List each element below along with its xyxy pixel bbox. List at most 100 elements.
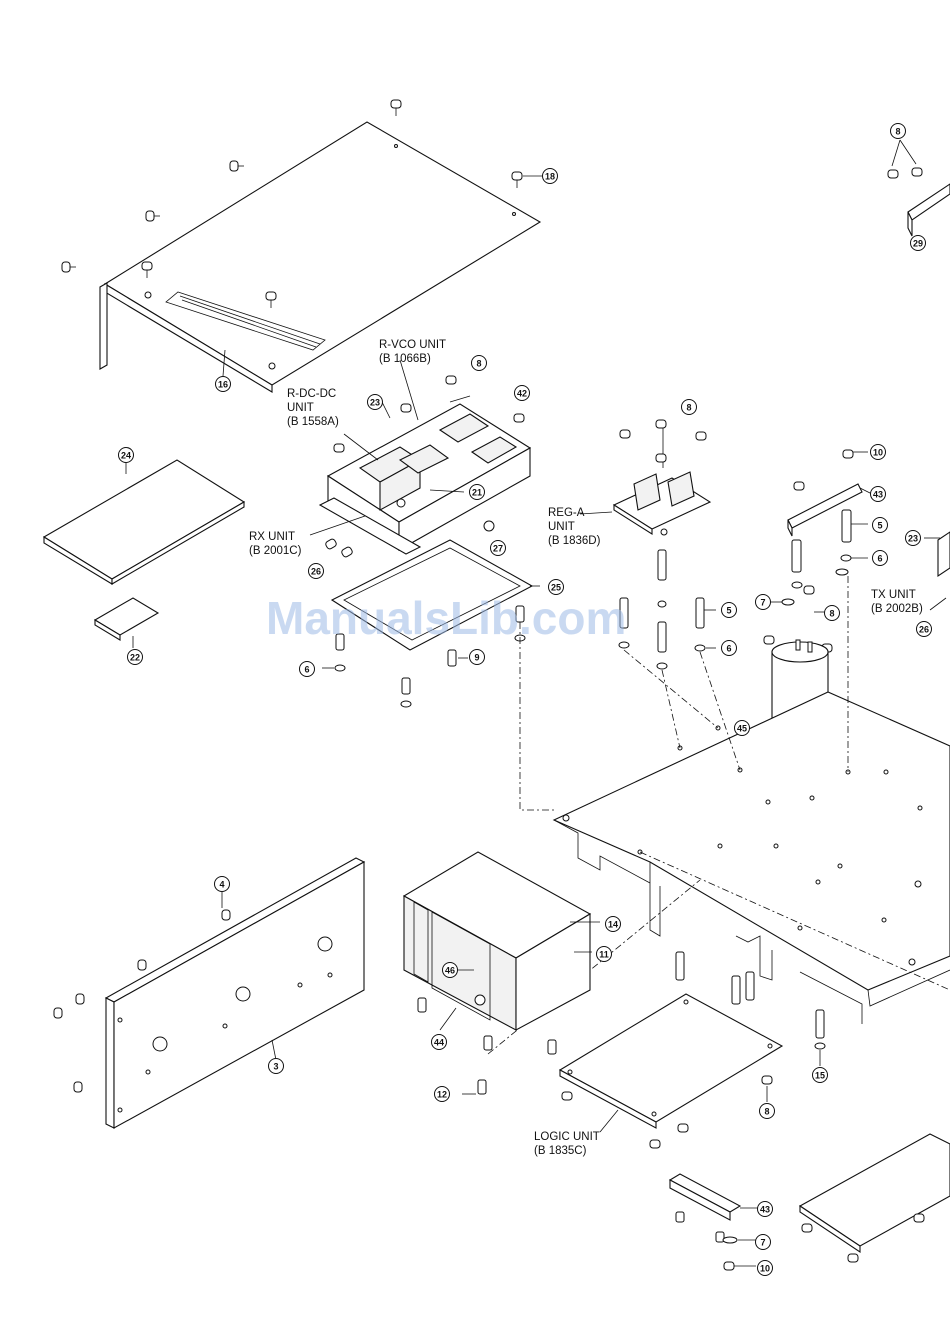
reg-a-spacers [619,420,716,669]
callout-marker: 43 [758,1202,773,1217]
unit-label-line: (B 1836D) [548,535,601,547]
callout-number: 44 [434,1038,444,1048]
callout-number: 22 [130,653,140,663]
callout-marker: 14 [606,917,621,932]
callout-number: 43 [873,490,883,500]
callout-marker: 5 [873,518,888,533]
callout-marker: 25 [549,580,564,595]
unit-label-r-dc-dc: R-DC-DC UNIT (B 1558A) [287,388,339,428]
unit-label-rx: RX UNIT (B 2001C) [249,531,302,557]
callout-number: 16 [218,380,228,390]
callout-number: 24 [121,451,131,461]
callout-marker: 18 [543,169,558,184]
callout-number: 6 [877,554,882,564]
callout-number: 26 [919,625,929,635]
bottom-right-board [800,1134,950,1262]
callout-marker: 45 [735,721,750,736]
unit-label-line: (B 2001C) [249,545,302,557]
callout-marker: 7 [756,1235,771,1250]
logic-unit [560,994,782,1132]
callout-number: 10 [873,448,883,458]
callout-marker: 6 [873,551,888,566]
callout-marker: 44 [432,1035,447,1050]
callout-number: 7 [760,1238,765,1248]
unit-label-line: (B 1835C) [534,1145,587,1157]
watermark-text: ManualsLib.com [266,592,626,644]
unit-label-line: RX UNIT [249,531,295,543]
callout-number: 42 [517,389,527,399]
callout-marker: 15 [813,1068,828,1083]
unit-label-line: UNIT [287,402,314,414]
callout-marker: 5 [722,603,737,618]
callout-marker: 26 [917,622,932,637]
callout-number: 23 [370,398,380,408]
front-panel [106,858,364,1128]
callout-number: 11 [599,950,609,960]
callout-number: 6 [304,665,309,675]
callout-marker: 42 [515,386,530,401]
callout-number: 15 [815,1071,825,1081]
callout-number: 3 [273,1062,278,1072]
callout-number: 6 [726,644,731,654]
unit-label-line: TX UNIT [871,589,916,601]
unit-label-r-vco: R-VCO UNIT (B 1066B) [379,339,446,365]
reg-a-unit [580,420,710,535]
unit-label-line: (B 1066B) [379,353,431,365]
callout-number: 8 [895,127,900,137]
unit-label-line: LOGIC UNIT [534,1131,600,1143]
callout-number: 26 [311,567,321,577]
callout-number: 8 [476,359,481,369]
callout-number: 12 [437,1090,447,1100]
callout-number: 8 [764,1107,769,1117]
callout-marker: 3 [269,1059,284,1074]
small-card [95,598,158,648]
callout-number: 9 [474,653,479,663]
unit-label-line: (B 1558A) [287,416,339,428]
unit-label-line: REG-A [548,507,585,519]
unit-label-line: R-VCO UNIT [379,339,446,351]
callout-marker: 4 [215,877,230,892]
callout-marker: 29 [911,236,926,251]
callout-marker: 24 [119,448,134,463]
callout-marker: 9 [470,650,485,665]
callout-number: 5 [726,606,731,616]
callout-number: 8 [829,609,834,619]
callout-number: 45 [737,724,747,734]
callout-marker: 23 [368,395,383,410]
callout-number: 27 [493,544,503,554]
callout-marker: 26 [309,564,324,579]
callout-number: 23 [908,534,918,544]
top-cover [100,122,540,392]
left-shield-plate [44,460,244,584]
callout-marker: 8 [760,1104,775,1119]
unit-label-line: (B 2002B) [871,603,923,615]
callout-number: 14 [608,920,618,930]
bottom-connector [670,1174,758,1270]
callout-number: 7 [760,598,765,608]
terminal-strip-top [788,450,872,536]
callout-marker: 43 [871,487,886,502]
callout-number: 43 [760,1205,770,1215]
unit-label-logic: LOGIC UNIT (B 1835C) [534,1131,600,1157]
callout-marker: 8 [825,606,840,621]
top-right-bracket [888,140,950,236]
callout-marker: 27 [491,541,506,556]
callout-marker: 46 [443,963,458,978]
callout-number: 4 [219,880,224,890]
callout-marker: 16 [216,377,231,392]
callout-marker: 22 [128,650,143,665]
unit-label-line: R-DC-DC [287,388,336,400]
callout-marker: 21 [470,485,485,500]
unit-label-tx: TX UNIT (B 2002B) [871,589,923,615]
callout-marker: 10 [871,445,886,460]
callout-number: 29 [913,239,923,249]
rx-unit-assembly [310,360,530,554]
callout-marker: 7 [756,595,771,610]
callout-marker: 8 [891,124,906,139]
callout-marker: 8 [472,356,487,371]
callout-marker: 10 [758,1261,773,1276]
callout-number: 5 [877,521,882,531]
callout-marker: 12 [435,1087,450,1102]
callout-number: 10 [760,1264,770,1274]
